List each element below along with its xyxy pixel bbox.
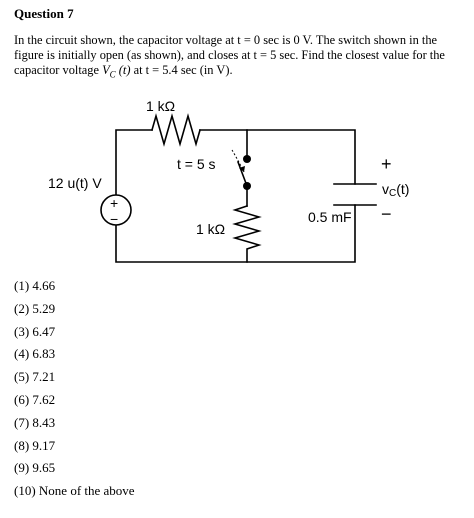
source-label: 12 u(t) V xyxy=(48,175,102,191)
answer-choices: (1) 4.66 (2) 5.29 (3) 6.47 (4) 6.83 (5) … xyxy=(14,278,135,506)
question-text-part1: In the circuit shown, the capacitor volt… xyxy=(14,33,445,77)
top-resistor-label: 1 kΩ xyxy=(146,98,175,114)
answer-choice-3: (3) 6.47 xyxy=(14,323,56,339)
source-plus: + xyxy=(110,195,118,211)
answer-choice-8: (8) 9.17 xyxy=(14,437,56,453)
capacitor-voltage-variable: VC (t) xyxy=(102,63,131,80)
switch-contact-bottom xyxy=(243,182,251,190)
question-heading: Question 7 xyxy=(14,6,74,21)
question-text: In the circuit shown, the capacitor volt… xyxy=(14,33,462,82)
voltage-source xyxy=(100,194,132,226)
answer-choice-1: (1) 4.66 xyxy=(14,278,56,293)
question-text-part2: at t = 5.4 sec (in V). xyxy=(130,63,233,77)
capacitor-label: 0.5 mF xyxy=(308,209,352,225)
switch-arrow-icon xyxy=(231,149,245,173)
source-minus: − xyxy=(110,211,118,227)
wire-left-bottom xyxy=(115,204,356,263)
vc-plus: + xyxy=(381,154,392,174)
top-resistor xyxy=(151,113,201,147)
answer-choice-4: (4) 6.83 xyxy=(14,346,56,362)
switch-contact-top xyxy=(243,155,251,163)
answer-choice-2: (2) 5.29 xyxy=(14,300,56,316)
vc-label: vC(t) xyxy=(382,181,409,199)
bottom-resistor-label: 1 kΩ xyxy=(196,221,225,237)
vc-minus: − xyxy=(381,204,392,224)
switch-label: t = 5 s xyxy=(177,156,216,172)
answer-choice-7: (7) 8.43 xyxy=(14,414,56,430)
answer-choice-9: (9) 9.65 xyxy=(14,460,56,476)
wire-top-left xyxy=(115,129,153,197)
switch-blade xyxy=(236,160,249,188)
answer-choice-10: (10) None of the above xyxy=(14,483,135,499)
wire-top-right xyxy=(199,129,356,185)
bottom-resistor xyxy=(232,204,262,263)
answer-choice-5: (5) 7.21 xyxy=(14,369,56,385)
answer-choice-6: (6) 7.62 xyxy=(14,391,56,407)
circuit-diagram: 12 u(t) V + − 1 kΩ t = 5 s 1 kΩ 0.5 mF +… xyxy=(48,98,409,263)
